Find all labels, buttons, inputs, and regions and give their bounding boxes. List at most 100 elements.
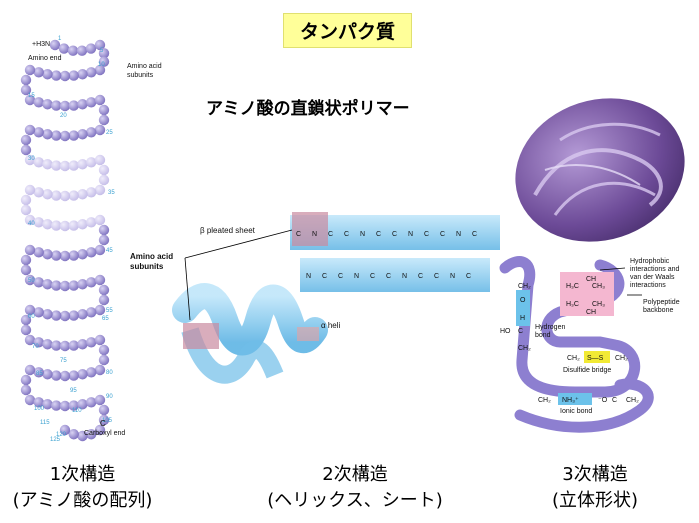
svg-text:N: N (360, 231, 365, 238)
amino-acid-bead (24, 394, 36, 406)
amino-acid-bead (77, 69, 88, 80)
amino-acid-bead (77, 219, 88, 230)
amino-acid-bead (24, 304, 36, 316)
amino-acid-bead (33, 277, 44, 288)
protein-3d-model (515, 98, 685, 242)
amino-acid-bead (20, 254, 32, 266)
amino-acid-bead (67, 45, 79, 56)
amino-acid-bead (33, 67, 44, 78)
amino-acid-bead (42, 249, 53, 260)
svg-text:N: N (354, 273, 359, 280)
amino-acid-bead (24, 154, 36, 166)
residue-number: 40 (28, 221, 35, 227)
amino-acid-bead (76, 45, 88, 56)
svg-text:C: C (392, 231, 397, 238)
amino-acid-bead (86, 337, 97, 348)
svg-text:CH₂: CH₂ (518, 345, 531, 352)
amino-acid-bead (51, 250, 62, 261)
residue-number: 45 (106, 248, 113, 254)
amino-acid-bead (20, 84, 32, 96)
residue-number: 15 (28, 93, 35, 99)
svg-text:C: C (322, 273, 327, 280)
amino-acid-bead (98, 354, 110, 366)
amino-acid-bead (20, 264, 32, 276)
residue-number: 75 (60, 358, 67, 364)
amino-acid-bead (33, 397, 44, 408)
amino-acid-bead (68, 190, 79, 201)
amino-acid-bead (86, 277, 97, 288)
svg-text:N: N (402, 273, 407, 280)
svg-text:CH₂: CH₂ (518, 283, 531, 290)
amino-acid-bead (59, 190, 71, 202)
svg-text:C: C (344, 231, 349, 238)
amino-acid-bead (68, 400, 79, 411)
hydrophobic-label: Hydrophobic interactions and van der Waa… (630, 258, 680, 289)
amino-acid-bead (94, 154, 106, 166)
svg-text:C: C (424, 231, 429, 238)
amino-acid-bead (94, 274, 106, 286)
svg-text:C: C (472, 231, 477, 238)
svg-text:C: C (296, 231, 301, 238)
amino-acid-bead (94, 124, 106, 136)
amino-acid-bead (51, 340, 62, 351)
amino-acid-bead (42, 339, 53, 350)
n-terminus-label: +H3N (32, 41, 51, 48)
amino-acid-bead (68, 70, 79, 81)
amino-acid-bead (33, 217, 44, 228)
residue-number: 100 (34, 406, 45, 412)
residue-number: 10 (98, 62, 105, 68)
amino-acid-bead (24, 274, 36, 286)
amino-acid-bead (77, 339, 88, 350)
tertiary-caption-line1: 3次構造 (562, 464, 628, 485)
secondary-amino-acid-subunits-label: Amino acid subunits (130, 252, 174, 271)
amino-acid-bead (42, 189, 53, 200)
residue-number: 1 (58, 36, 62, 42)
amino-acid-bead (59, 220, 71, 232)
svg-text:CH₂: CH₂ (615, 355, 628, 362)
residue-number: 65 (102, 316, 109, 322)
amino-acid-bead (94, 94, 106, 106)
svg-text:CH₂: CH₂ (538, 397, 551, 404)
residue-number: 85 (36, 371, 43, 377)
hydrogen-bond-label: Hydrogen bond (535, 324, 566, 339)
amino-acid-bead (94, 214, 106, 226)
amino-acid-bead (24, 64, 36, 76)
amino-acid-bead (33, 187, 44, 198)
amino-acid-bead (94, 304, 106, 316)
svg-text:C: C (466, 273, 471, 280)
subtitle: アミノ酸の直鎖状ポリマー (206, 99, 410, 119)
primary-caption-line2: (アミノ酸の配列) (12, 490, 153, 511)
svg-text:S—S: S—S (587, 355, 604, 362)
amino-acid-bead (77, 129, 88, 140)
svg-text:O: O (520, 297, 526, 304)
svg-text:CH₃: CH₃ (592, 283, 605, 290)
amino-acid-bead (42, 99, 53, 110)
amino-acid-bead (86, 307, 97, 318)
svg-text:CH₃: CH₃ (592, 301, 605, 308)
amino-acid-bead (42, 159, 53, 170)
amino-acid-bead (59, 130, 71, 142)
primary-caption: 1次構造 (アミノ酸の配列) (0, 462, 165, 514)
amino-acid-bead (77, 279, 88, 290)
amino-acid-bead (59, 424, 71, 436)
amino-acid-subunits-label: Amino acid subunits (127, 63, 162, 79)
secondary-caption-line1: 2次構造 (322, 464, 388, 485)
svg-text:C: C (386, 273, 391, 280)
residue-number: 50 (28, 278, 35, 284)
residue-number: 5 (100, 48, 104, 54)
residue-number: 20 (60, 113, 67, 119)
svg-text:N: N (408, 231, 413, 238)
svg-text:CH: CH (586, 309, 596, 316)
amino-acid-bead (51, 370, 62, 381)
amino-acid-bead (42, 69, 53, 80)
amino-acid-bead (20, 324, 32, 336)
amino-acid-bead (68, 220, 79, 231)
amino-acid-bead (59, 70, 71, 82)
amino-acid-bead (86, 429, 97, 440)
amino-acid-bead (86, 217, 97, 228)
carboxyl-end-label: Carboxyl end (84, 430, 126, 437)
amino-acid-bead (86, 127, 97, 138)
amino-acid-bead (33, 367, 44, 378)
amino-acid-bead (51, 400, 62, 411)
svg-text:H: H (520, 315, 525, 322)
